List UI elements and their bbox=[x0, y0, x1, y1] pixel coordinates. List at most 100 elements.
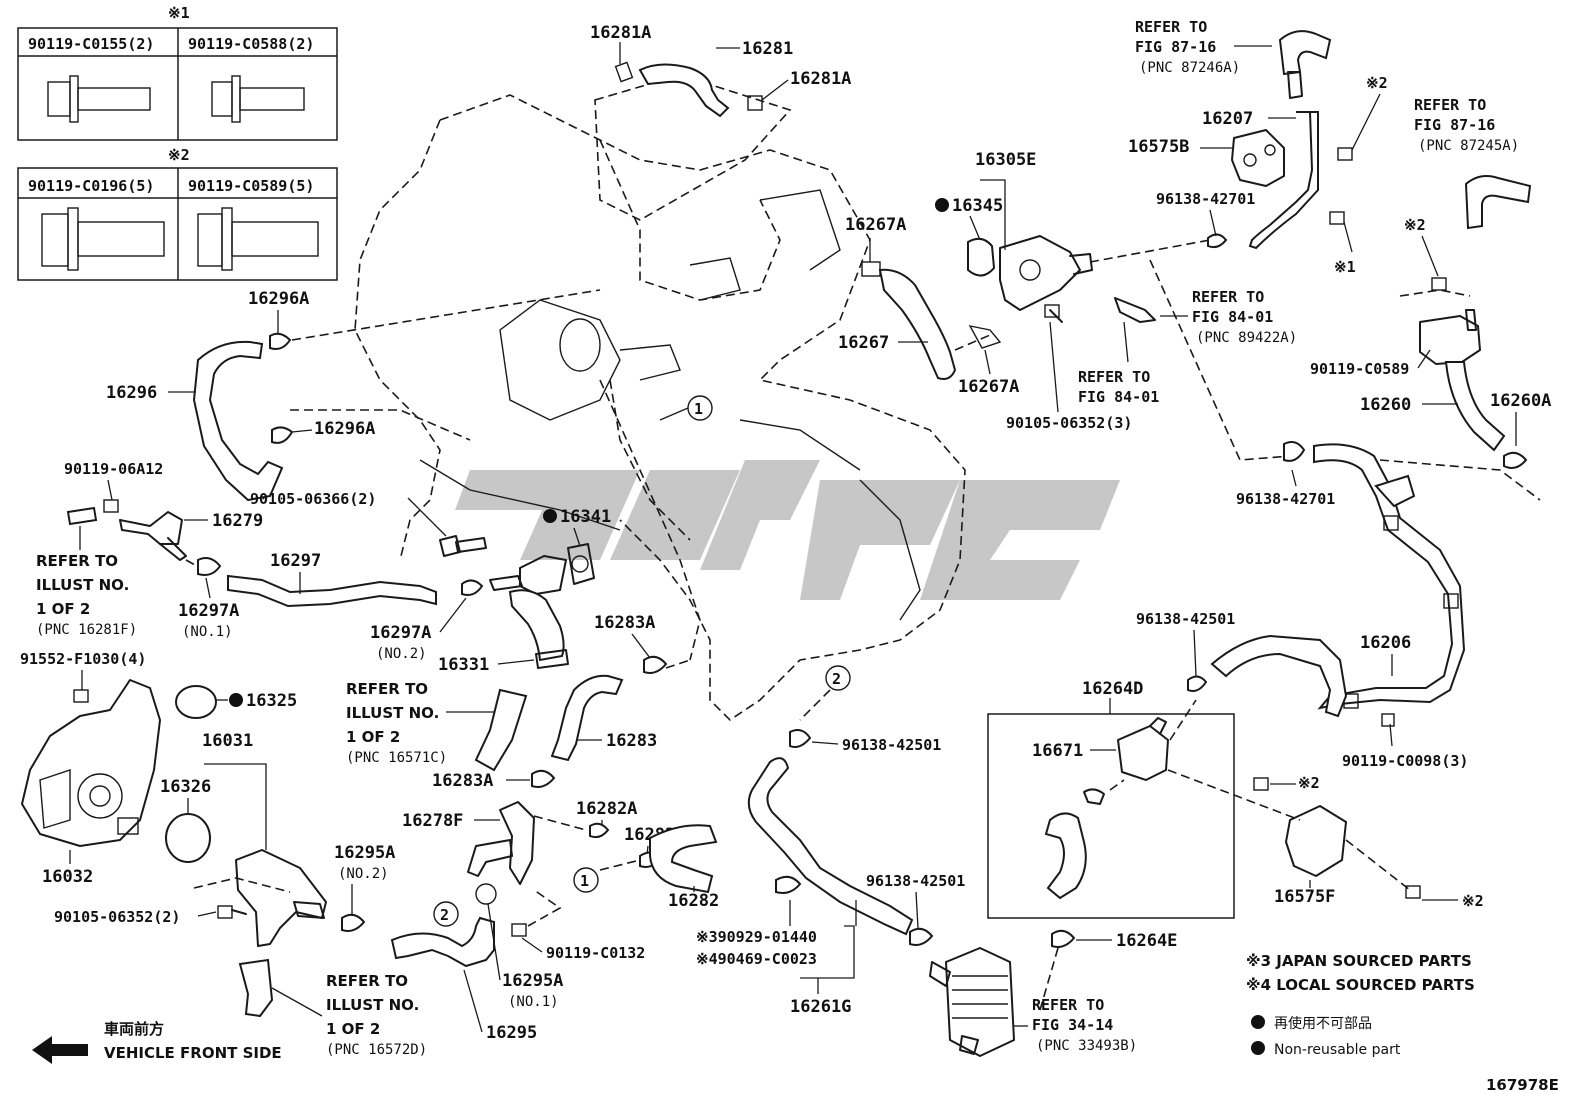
note-marker: ※2 bbox=[1404, 216, 1426, 234]
part-label: 16267A bbox=[958, 377, 1019, 397]
bolt-part-number: 90119-C0155(2) bbox=[28, 35, 154, 53]
part-label: 96138-42701 bbox=[1236, 490, 1335, 508]
ref-line: FIG 84-01 bbox=[1078, 388, 1159, 406]
vehicle-front-indicator: 車両前方 VEHICLE FRONT SIDE bbox=[32, 1020, 282, 1064]
part-label: 16295 bbox=[486, 1023, 537, 1043]
part-label: 16282A bbox=[576, 799, 637, 819]
part-label: 16671 bbox=[1032, 741, 1083, 761]
note-marker: ※2 bbox=[1298, 774, 1320, 792]
part-sub-label: (NO.2) bbox=[338, 866, 389, 882]
hose-16331: 90105-06366(2) 16341 16331 bbox=[250, 490, 611, 675]
ref-line: REFER TO bbox=[1135, 18, 1207, 36]
engine-block-outline bbox=[354, 94, 966, 722]
part-label: 16296A bbox=[248, 289, 309, 309]
part-label: 16297A bbox=[370, 623, 431, 643]
note1-marker: ※1 bbox=[168, 4, 190, 22]
hose-16283: 16283A 16283 REFER TO ILLUST NO. 1 OF 2 … bbox=[346, 613, 691, 791]
part-label: 90119-C0132 bbox=[546, 944, 645, 962]
part-label: 96138-42501 bbox=[866, 872, 965, 890]
bolt-table-2: ※2 90119-C0196(5) 90119-C0589(5) bbox=[17, 146, 338, 281]
ref-line: REFER TO bbox=[1078, 368, 1150, 386]
oil-cooler: 16264E REFER TO FIG 34-14 (PNC 33493B) bbox=[929, 929, 1177, 1057]
pipe-16207: REFER TO FIG 87-16 (PNC 87246A) 16207 16… bbox=[1128, 18, 1388, 276]
part-label: 16281A bbox=[590, 23, 651, 43]
ref-line: REFER TO bbox=[346, 680, 428, 698]
flange-bolt-icon bbox=[211, 75, 305, 123]
part-label: 16305E bbox=[975, 150, 1036, 170]
part-label: 16267 bbox=[838, 333, 889, 353]
part-label: 16296A bbox=[314, 419, 375, 439]
watermark-logo bbox=[455, 460, 1120, 600]
part-sub-label: (NO.1) bbox=[508, 994, 559, 1010]
non-reusable-dot bbox=[935, 198, 949, 212]
part-label: 16331 bbox=[438, 655, 489, 675]
part-label: 16341 bbox=[560, 507, 611, 527]
part-sub-label: (NO.2) bbox=[376, 646, 427, 662]
ref-line: 1 OF 2 bbox=[36, 600, 90, 618]
part-label: 90105-06352(3) bbox=[1006, 414, 1132, 432]
part-label: 16295A bbox=[334, 843, 395, 863]
bolt-part-number: 90119-C0588(2) bbox=[188, 35, 314, 53]
ref-line: (PNC 87246A) bbox=[1139, 60, 1240, 76]
ref-marker: 2 bbox=[799, 665, 851, 721]
non-reusable-dot bbox=[1251, 1015, 1265, 1029]
part-label: 16260 bbox=[1360, 395, 1411, 415]
ref-marker: 2 bbox=[433, 901, 459, 927]
part-label: 16260A bbox=[1490, 391, 1551, 411]
assembly-16264D: 16264D 16671 bbox=[987, 679, 1301, 919]
ref-line: (PNC 33493B) bbox=[1036, 1038, 1137, 1054]
flange-bolt-icon bbox=[197, 207, 319, 271]
ref-line: (PNC 87245A) bbox=[1418, 138, 1519, 154]
ref-line: (PNC 16571C) bbox=[346, 750, 447, 766]
bolt-part-number: 90119-C0589(5) bbox=[188, 177, 314, 195]
hose-16297: 16297 16297A (NO.2) bbox=[227, 551, 484, 662]
ref-line: REFER TO bbox=[1414, 96, 1486, 114]
ref-line: FIG 87-16 bbox=[1414, 116, 1495, 134]
part-label: 16283 bbox=[606, 731, 657, 751]
part-label: 16325 bbox=[246, 691, 297, 711]
front-en: VEHICLE FRONT SIDE bbox=[104, 1044, 282, 1062]
bolt-table-1: ※1 90119-C0155(2) 90119-C0588(2) bbox=[17, 4, 338, 141]
part-label: 16267A bbox=[845, 215, 906, 235]
non-reusable-dot bbox=[229, 693, 243, 707]
part-label: 16282 bbox=[668, 891, 719, 911]
part-label: 16296 bbox=[106, 383, 157, 403]
part-label: ※490469-C0023 bbox=[696, 950, 817, 968]
part-label: 16264D bbox=[1082, 679, 1143, 699]
hose-16261G: 96138-42501 96138-42501 ※390929-01440 ※4… bbox=[696, 729, 965, 1017]
part-label: 16575B bbox=[1128, 137, 1189, 157]
part-sub-label: (NO.1) bbox=[182, 624, 233, 640]
part-label: 16295A bbox=[502, 971, 563, 991]
part-label: 16031 bbox=[202, 731, 253, 751]
ref-line: REFER TO bbox=[326, 972, 408, 990]
non-reusable-dot bbox=[1251, 1041, 1265, 1055]
part-label: 96138-42501 bbox=[1136, 610, 1235, 628]
note2-marker: ※2 bbox=[168, 146, 190, 164]
part-label: 16278F bbox=[402, 811, 463, 831]
ref-line: 1 OF 2 bbox=[326, 1020, 380, 1038]
svg-text:2: 2 bbox=[832, 670, 841, 688]
part-label: 16326 bbox=[160, 777, 211, 797]
legend-japan: ※3 JAPAN SOURCED PARTS bbox=[1246, 952, 1472, 970]
ref-line: ILLUST NO. bbox=[36, 576, 129, 594]
part-label: 16206 bbox=[1360, 633, 1411, 653]
pipe-16279: 90119-06A12 16279 REFER TO ILLUST NO. 1 … bbox=[36, 460, 263, 640]
ref-line: ILLUST NO. bbox=[346, 704, 439, 722]
note-marker: ※2 bbox=[1462, 892, 1484, 910]
ref-line: REFER TO bbox=[1032, 996, 1104, 1014]
hose-16295: 16295A (NO.2) 16278F 16282A 16282A 16282… bbox=[334, 799, 719, 1043]
part-label: 16283A bbox=[432, 771, 493, 791]
part-label: 16297 bbox=[270, 551, 321, 571]
ref-marker: 1 bbox=[659, 395, 713, 421]
part-label: 16207 bbox=[1202, 109, 1253, 129]
part-label: 16032 bbox=[42, 867, 93, 887]
ref-marker: 1 bbox=[573, 867, 599, 893]
flange-bolt-icon bbox=[47, 75, 151, 123]
part-label: 96138-42501 bbox=[842, 736, 941, 754]
legend: ※3 JAPAN SOURCED PARTS ※4 LOCAL SOURCED … bbox=[1246, 952, 1475, 1058]
part-label: 16264E bbox=[1116, 931, 1177, 951]
part-label: 16297A bbox=[178, 601, 239, 621]
flange-bolt-icon bbox=[41, 207, 165, 271]
